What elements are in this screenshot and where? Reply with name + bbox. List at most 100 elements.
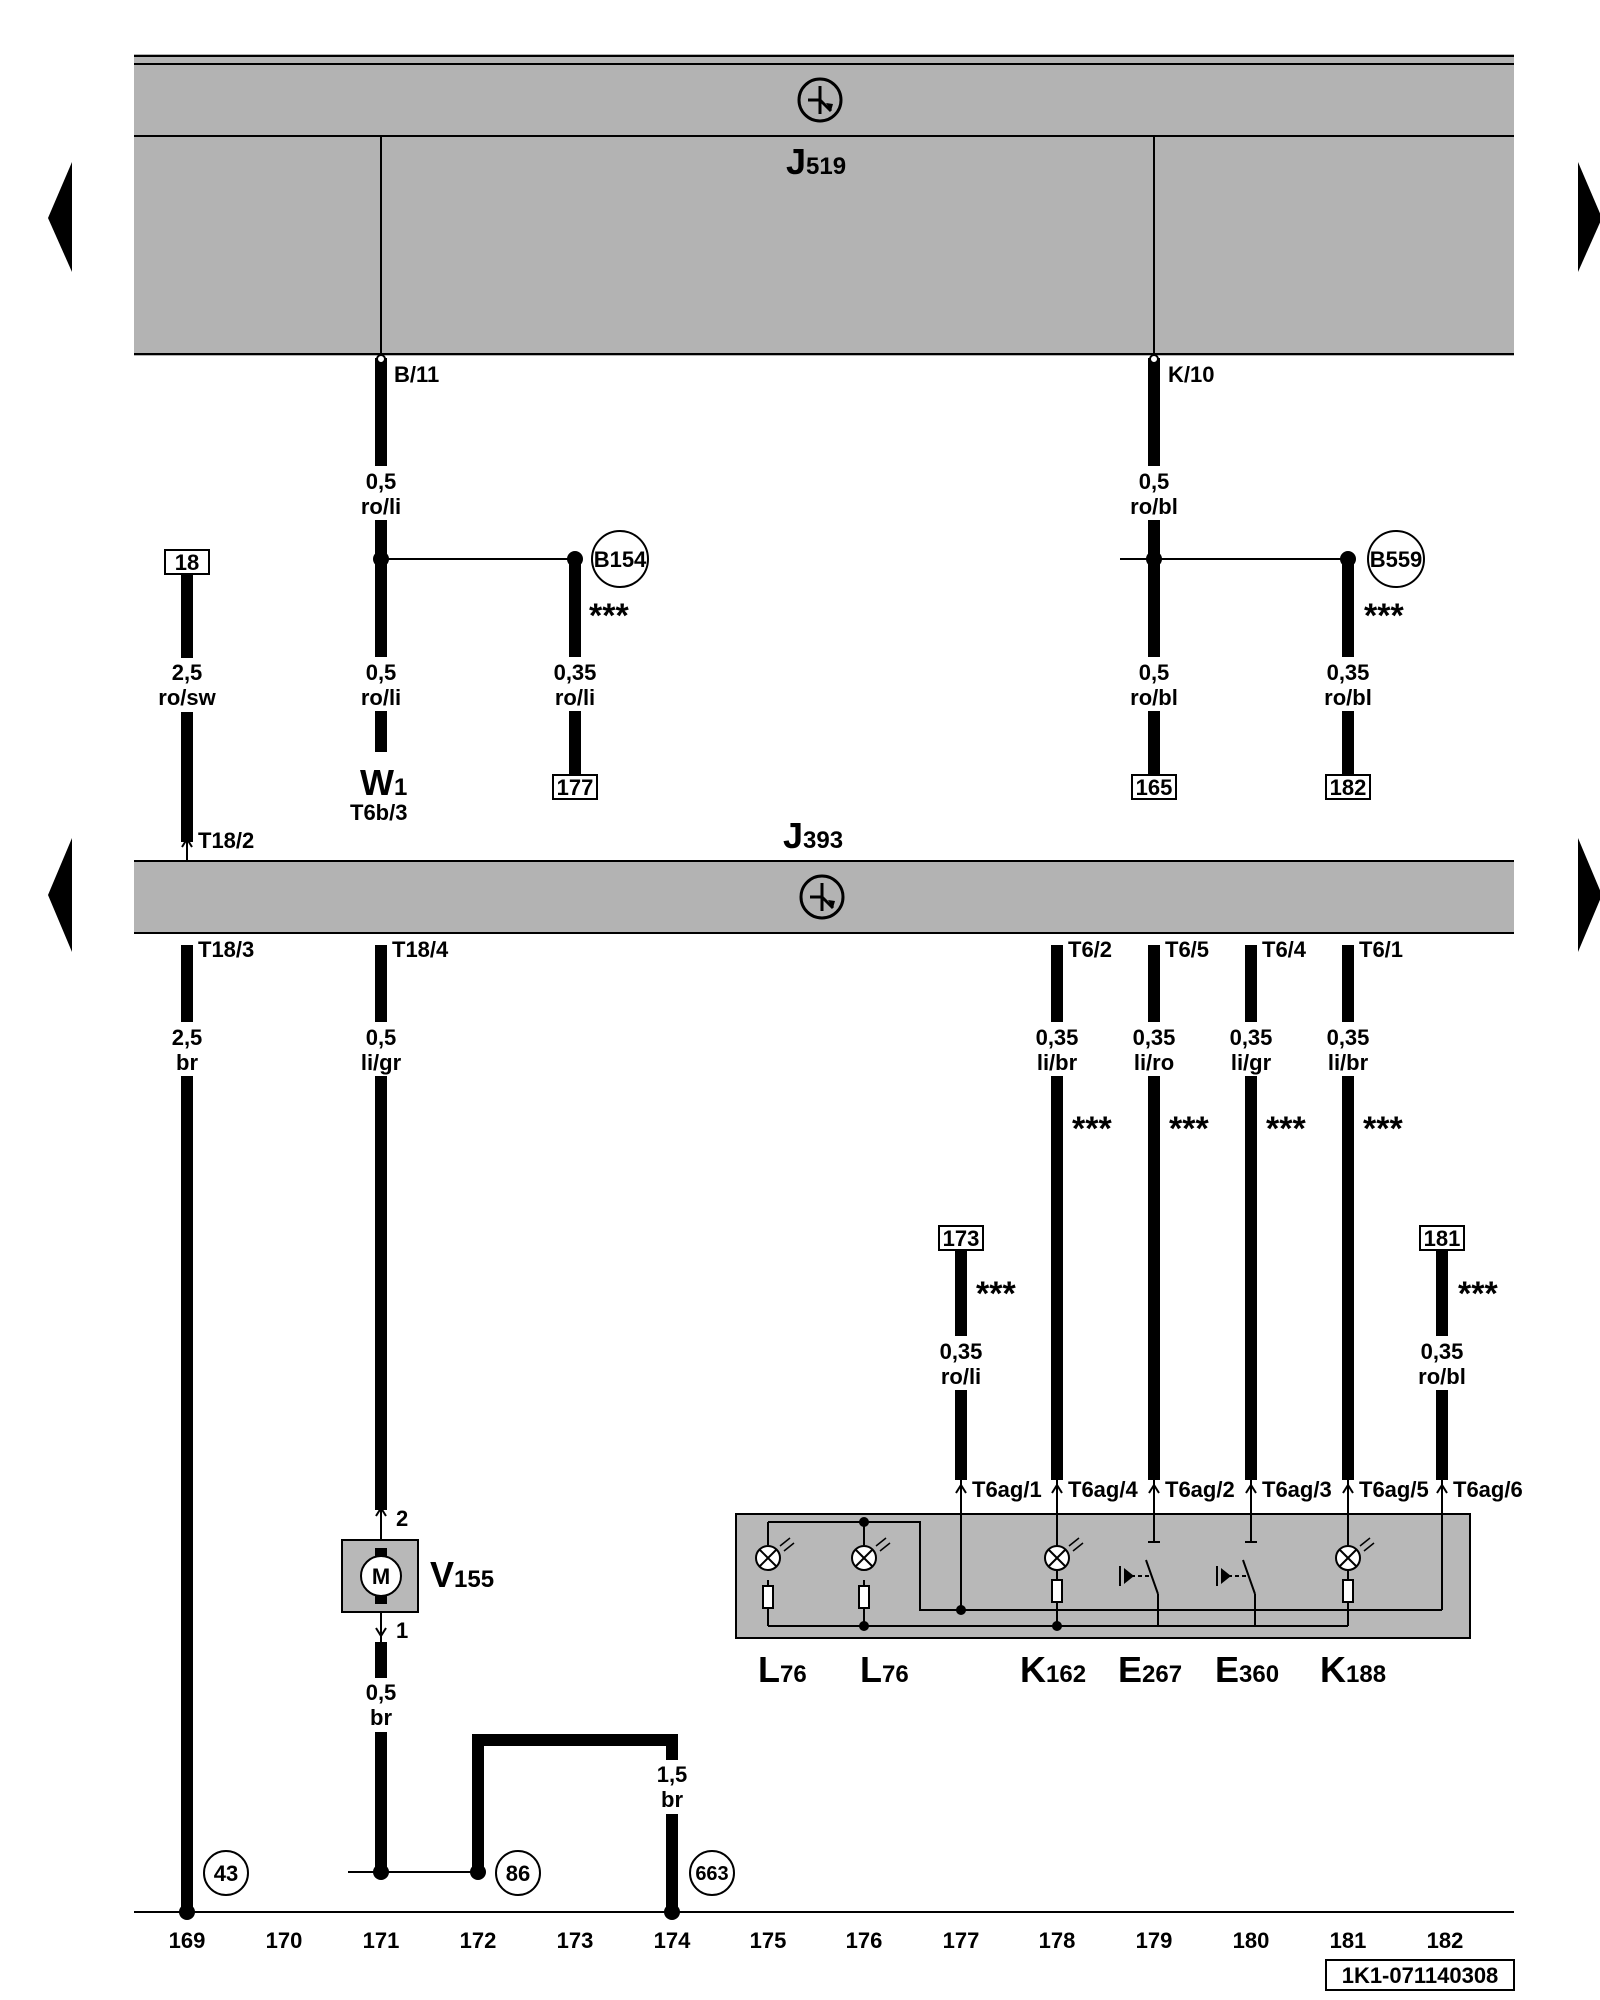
stars-t6-2: ***: [1072, 1110, 1112, 1148]
connector-t18-3: T18/3: [198, 937, 254, 962]
bulb-icon: [851, 1537, 891, 1609]
wire-size-t6-1: 0,35: [1327, 1025, 1370, 1050]
ref-181-label: 181: [1424, 1226, 1461, 1251]
stars-173: ***: [976, 1275, 1016, 1313]
wire-size-165: 0,5: [1139, 660, 1170, 685]
wire-color-k10-top: ro/bl: [1130, 494, 1178, 519]
track-number: 177: [943, 1928, 980, 1953]
wire-t6-1: T6/1 0,35 li/br ***: [1318, 937, 1403, 1480]
wire-t6-5: T6/5 0,35 li/ro ***: [1124, 937, 1209, 1480]
connector-t6ag-1: T6ag/1: [972, 1477, 1042, 1502]
wire-size-174: 1,5: [657, 1762, 688, 1787]
track-number: 176: [846, 1928, 883, 1953]
wire-size-w1: 0,5: [366, 660, 397, 685]
ref-173[interactable]: [938, 1225, 984, 1251]
component-k188: K188: [1320, 1649, 1386, 1690]
control-unit-icon: [799, 874, 845, 920]
ground-b559-label: B559: [1370, 547, 1423, 572]
wire-t6-4: T6/4 0,35 li/gr ***: [1221, 937, 1307, 1480]
wire-size-t6-4: 0,35: [1230, 1025, 1273, 1050]
ground-663-label: 663: [695, 1863, 728, 1885]
connector-t6ag-6: T6ag/6: [1453, 1477, 1523, 1502]
stars-t6-4: ***: [1266, 1110, 1306, 1148]
nav-left-arrow-bottom[interactable]: [48, 838, 72, 952]
stars-b154: ***: [589, 597, 629, 635]
wire-color-173: ro/li: [941, 1364, 981, 1389]
connector-t18-4: T18/4: [392, 937, 449, 962]
nav-right-arrow-bottom[interactable]: [1578, 838, 1600, 952]
ref-173-label: 173: [943, 1226, 980, 1251]
nav-left-arrow-top[interactable]: [48, 162, 72, 272]
wire-size-181: 0,35: [1421, 1339, 1464, 1364]
connector-k10: K/10: [1168, 362, 1214, 387]
wire-size-t18-3: 2,5: [172, 1025, 203, 1050]
track-number: 169: [169, 1928, 206, 1953]
wire-color-b11-top: ro/li: [361, 494, 401, 519]
ground-86: [495, 1850, 541, 1896]
connector-t6-4: T6/4: [1262, 937, 1307, 962]
ref-177-label: 177: [557, 775, 594, 800]
ground-663: [689, 1850, 735, 1896]
unit-j393-label: J393: [783, 815, 843, 856]
wire-color-18: ro/sw: [158, 685, 216, 710]
ref-18[interactable]: [164, 549, 210, 575]
ground-b154: [591, 530, 649, 588]
wire-color-182: ro/bl: [1324, 685, 1372, 710]
connector-t6ag-5: T6ag/5: [1359, 1477, 1429, 1502]
ref-165[interactable]: [1131, 774, 1177, 800]
stars-b559: ***: [1364, 597, 1404, 635]
bulb-icon: [1335, 1514, 1375, 1626]
wire-size-v155-1: 0,5: [366, 1680, 397, 1705]
ref-181[interactable]: [1419, 1225, 1465, 1251]
ref-165-label: 165: [1136, 775, 1173, 800]
nav-right-arrow-top[interactable]: [1578, 162, 1600, 272]
wire-size-b11-top: 0,5: [366, 469, 397, 494]
wire-size-182: 0,35: [1327, 660, 1370, 685]
bulb-icon: [1044, 1514, 1084, 1626]
control-unit-j519: J519: [134, 54, 1514, 356]
ground-86-label: 86: [506, 1861, 530, 1886]
component-l76-b: L76: [860, 1649, 909, 1690]
connector-t6ag-2: T6ag/2: [1165, 1477, 1235, 1502]
connector-t6ag: T6ag/1 T6ag/4 T6ag/2 T6ag/3 T6ag/5 T6ag/…: [955, 1477, 1523, 1514]
w1-connector: T6b/3: [350, 800, 407, 825]
component-k162: K162: [1020, 1649, 1086, 1690]
switch-panel: [735, 1513, 1471, 1639]
ground-43: [203, 1850, 249, 1896]
wire-color-174: br: [661, 1787, 683, 1812]
track-number: 181: [1330, 1928, 1367, 1953]
wire-color-t18-4: li/gr: [361, 1050, 402, 1075]
diagram-code-box: [1325, 1959, 1515, 1991]
wire-color-t6-4: li/gr: [1231, 1050, 1272, 1075]
track-number: 175: [750, 1928, 787, 1953]
ref-182[interactable]: [1325, 774, 1371, 800]
connector-t6ag-4: T6ag/4: [1068, 1477, 1138, 1502]
control-unit-icon: [797, 77, 843, 123]
wire-color-w1: ro/li: [361, 685, 401, 710]
ref-177[interactable]: [552, 774, 598, 800]
wire-size-t6-5: 0,35: [1133, 1025, 1176, 1050]
track-number: 182: [1427, 1928, 1464, 1953]
bulb-icon: [755, 1537, 795, 1609]
connector-b11: B/11: [394, 362, 439, 387]
connector-t6-2: T6/2: [1068, 937, 1112, 962]
v155-pin-1: 1: [396, 1618, 408, 1643]
track-number: 178: [1039, 1928, 1076, 1953]
ref-182-label: 182: [1330, 775, 1367, 800]
wire-color-165: ro/bl: [1130, 685, 1178, 710]
connector-t6ag-3: T6ag/3: [1262, 1477, 1332, 1502]
track-number: 174: [654, 1928, 691, 1953]
ground-b559: [1367, 530, 1425, 588]
component-v155-label: V155: [430, 1554, 494, 1595]
unit-j519-label: J519: [786, 141, 846, 182]
wire-size-177: 0,35: [554, 660, 597, 685]
control-unit-j393: J393: [134, 815, 1514, 934]
ground-b154-label: B154: [594, 547, 647, 572]
wire-size-k10-top: 0,5: [1139, 469, 1170, 494]
wire-color-t6-1: li/br: [1328, 1050, 1369, 1075]
connector-t6-1: T6/1: [1359, 937, 1403, 962]
track-number: 170: [266, 1928, 303, 1953]
component-e267: E267: [1118, 1649, 1182, 1690]
switch-icon: [1216, 1514, 1257, 1626]
track-number: 171: [363, 1928, 400, 1953]
